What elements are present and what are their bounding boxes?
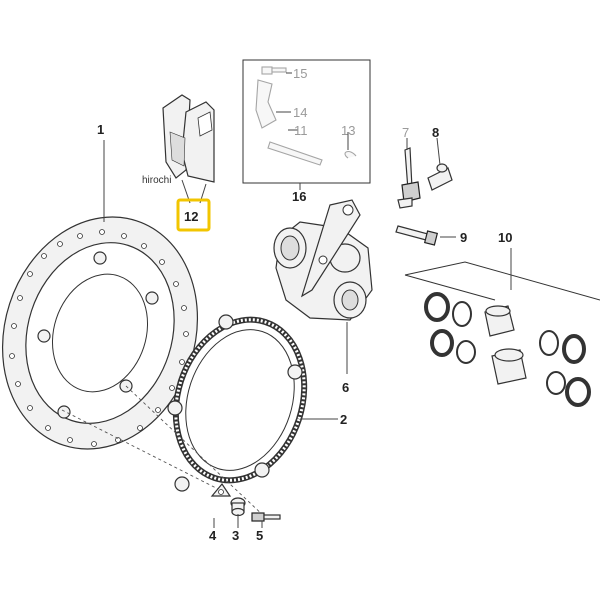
pin-kit-box bbox=[242, 59, 371, 184]
brake-pads bbox=[162, 94, 215, 183]
callout-14: 14 bbox=[293, 105, 307, 120]
washer-part-4 bbox=[210, 482, 232, 497]
brake-caliper bbox=[273, 199, 373, 321]
callout-8: 8 bbox=[432, 125, 439, 140]
callout-16: 16 bbox=[292, 189, 306, 204]
brake-disc bbox=[1, 216, 199, 450]
watermark: hirochi bbox=[142, 175, 171, 186]
bleed-valve bbox=[397, 147, 421, 209]
callout-11: 11 bbox=[294, 123, 308, 138]
callout-9: 9 bbox=[460, 230, 467, 245]
callout-1: 1 bbox=[97, 122, 104, 137]
seal-kit bbox=[404, 261, 600, 407]
callout-6: 6 bbox=[342, 380, 349, 395]
bushing-part-3 bbox=[230, 497, 246, 517]
bleed-cap bbox=[427, 163, 453, 191]
callout-7: 7 bbox=[402, 125, 409, 140]
callout-15: 15 bbox=[293, 66, 307, 81]
callout-10: 10 bbox=[498, 230, 512, 245]
callout-13: 13 bbox=[341, 123, 355, 138]
callout-3: 3 bbox=[232, 528, 239, 543]
caliper-bolt bbox=[395, 225, 439, 246]
callout-4: 4 bbox=[209, 528, 217, 543]
highlight-box bbox=[176, 198, 211, 232]
callout-2: 2 bbox=[340, 412, 347, 427]
callout-12: 12 bbox=[184, 209, 198, 224]
abs-sensor-ring bbox=[167, 314, 308, 492]
callout-5: 5 bbox=[256, 528, 263, 543]
bolt-part-5 bbox=[251, 512, 281, 522]
